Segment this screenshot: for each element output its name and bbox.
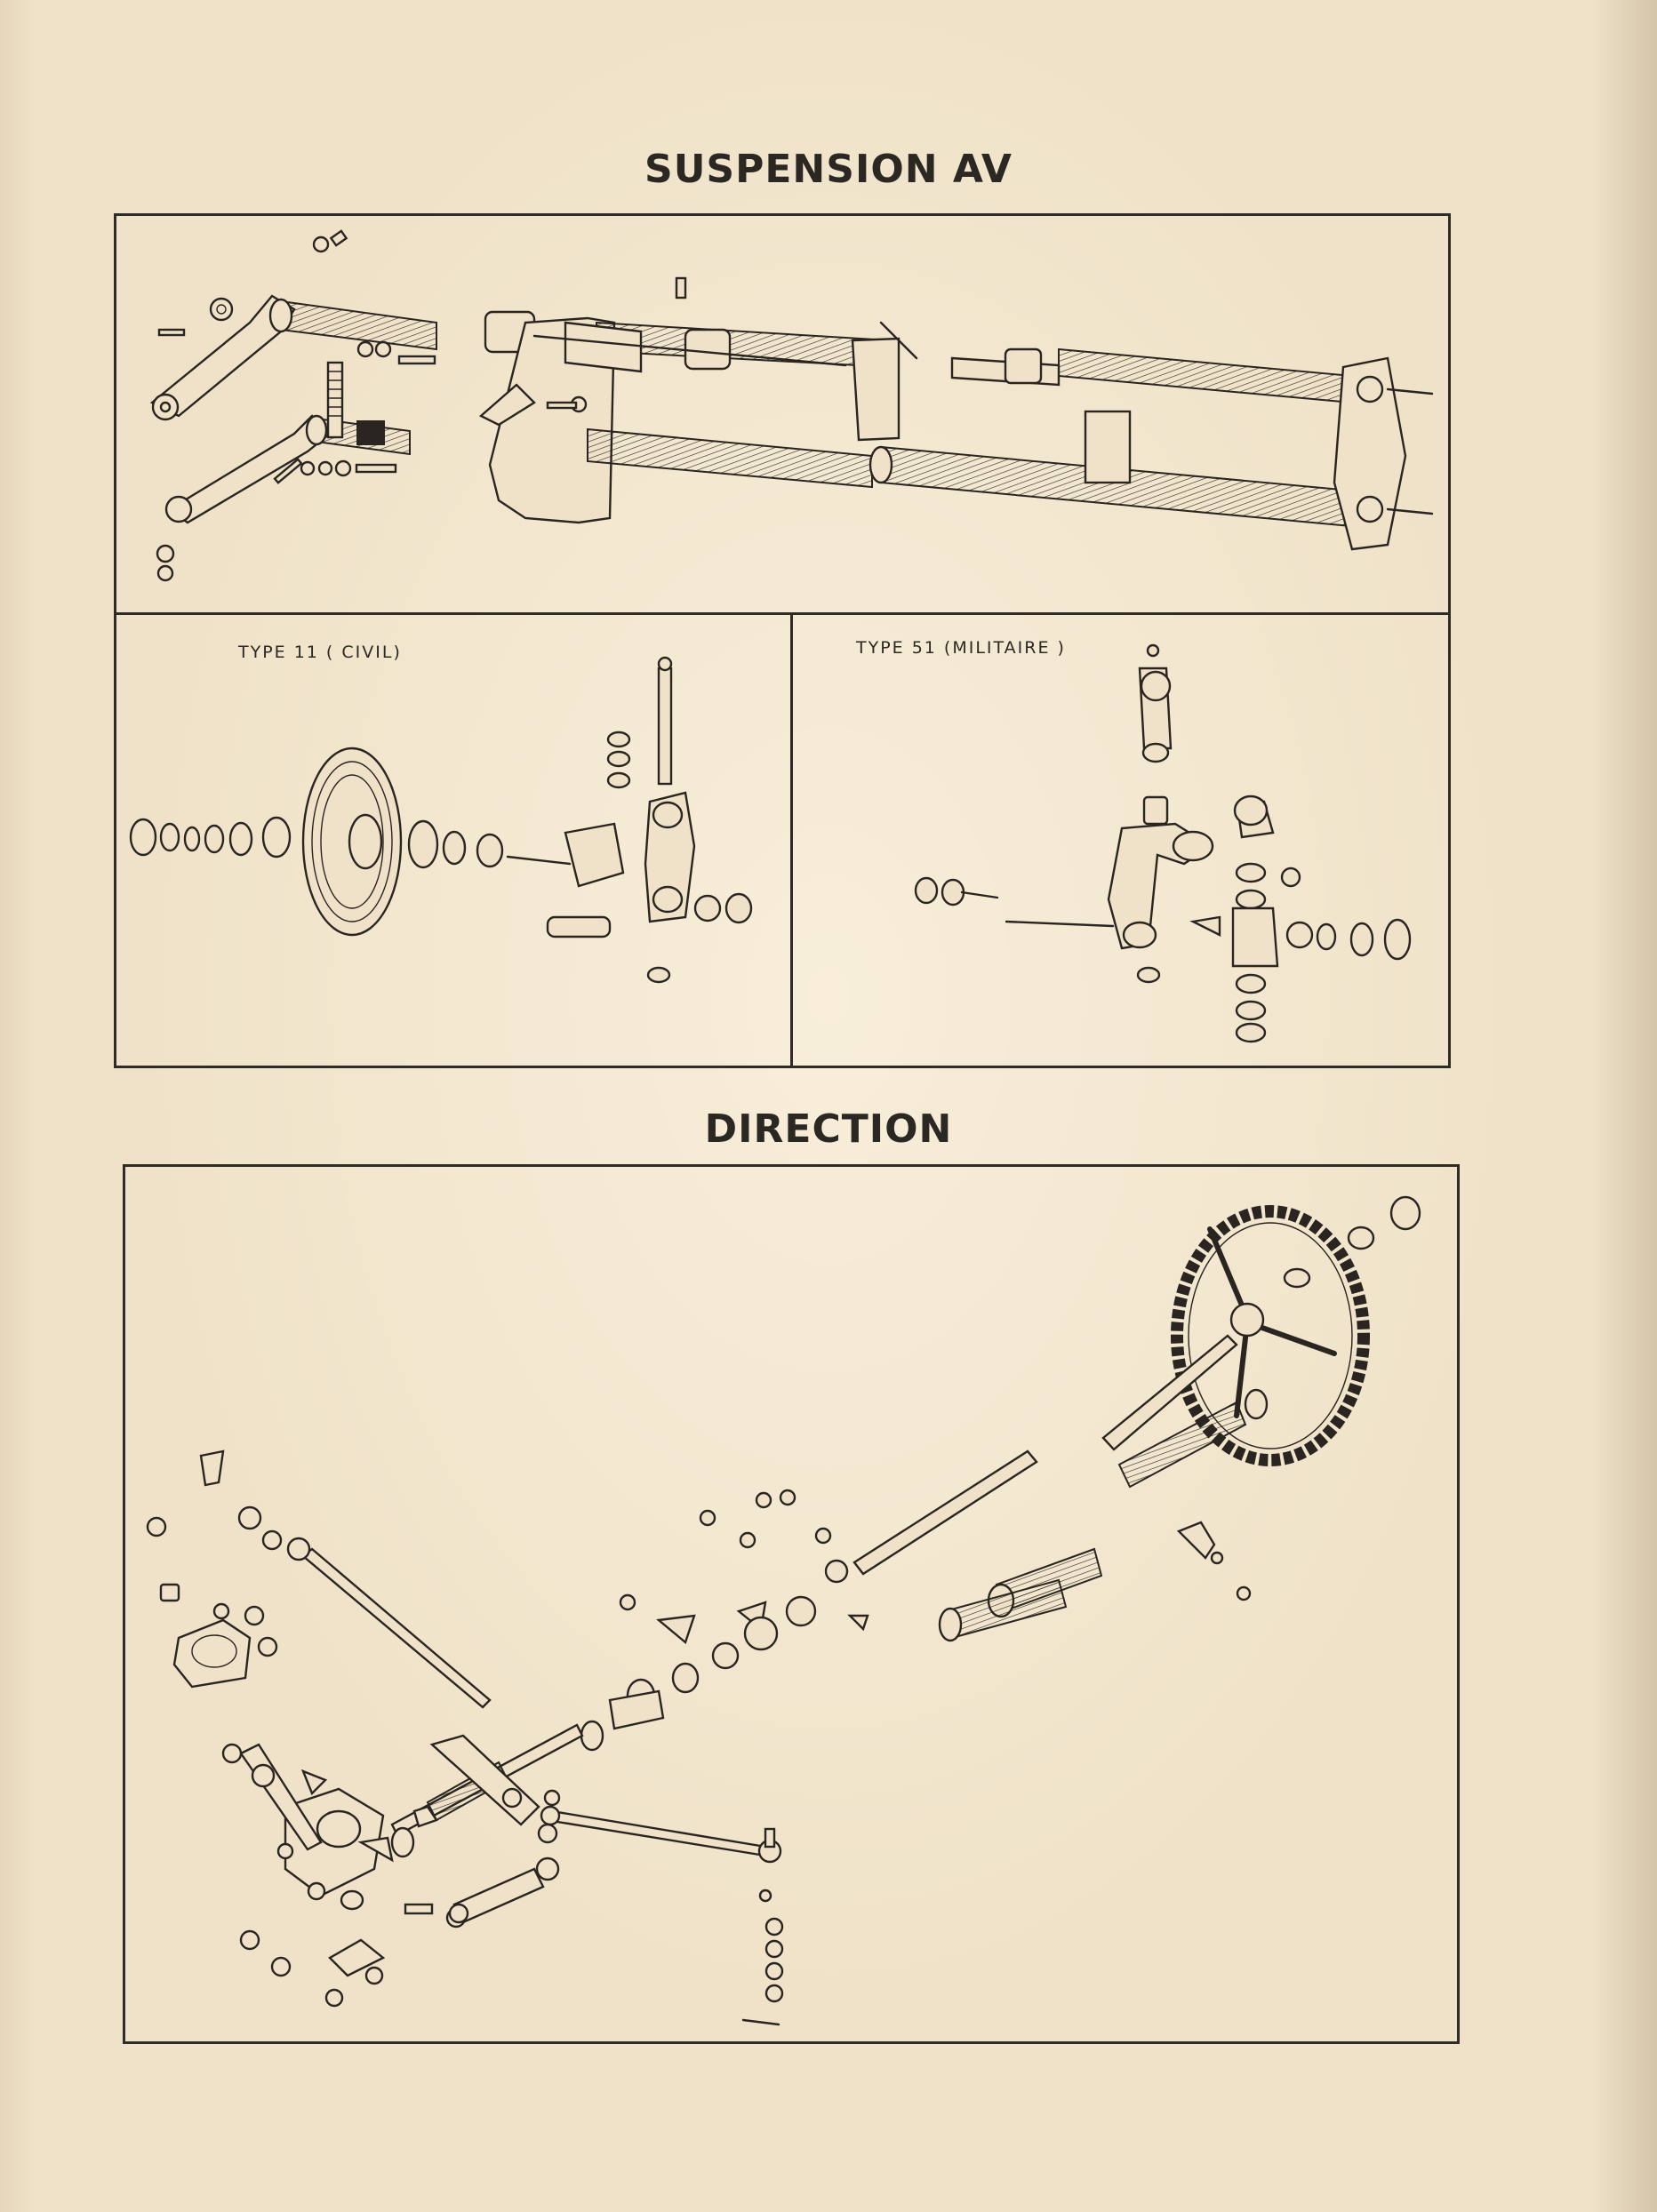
direction-frame [123, 1164, 1460, 2044]
type-militaire-label: TYPE 51 (MILITAIRE ) [856, 638, 1066, 658]
suspension-frame: TYPE 11 ( CIVIL) TYPE 51 (MILITAIRE ) [114, 213, 1451, 1068]
type-civil-label: TYPE 11 ( CIVIL) [238, 643, 402, 662]
frame-divider-vertical [790, 612, 793, 1066]
steering-exploded-drawing [146, 1195, 1421, 2026]
suspension-title: SUSPENSION AV [644, 147, 1013, 192]
steering-wheel-icon [1171, 1205, 1370, 1466]
front-axle-exploded-drawing [149, 229, 1434, 582]
direction-title: DIRECTION [704, 1106, 953, 1152]
hub-civil-drawing [129, 656, 753, 984]
frame-divider-horizontal [116, 612, 1448, 615]
hub-militaire-drawing [914, 643, 1412, 1043]
